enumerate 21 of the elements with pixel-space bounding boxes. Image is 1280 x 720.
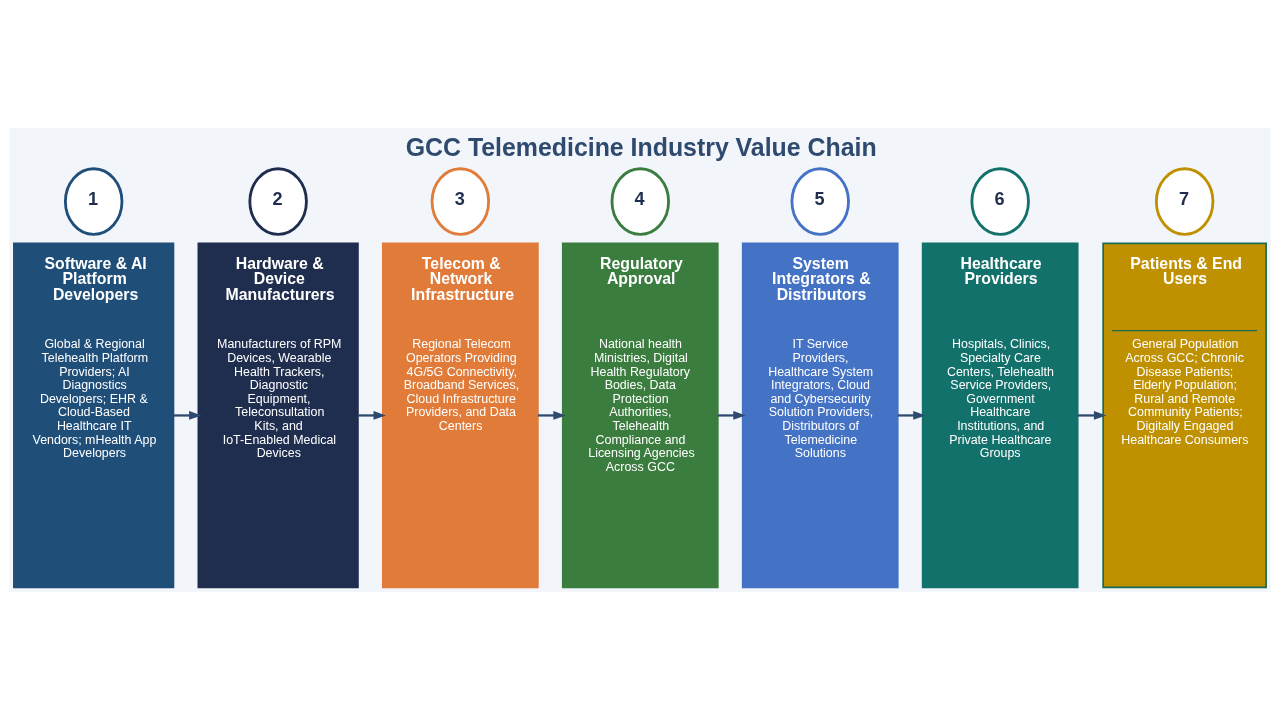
node-ellipse: 1 <box>63 167 124 236</box>
node-box: Patients & End Users General Population Across GCC; Chronic Disease Patients; Elderly Population; Rural and Remote Community Patients; Digitally Engaged Healthcare Consumers <box>1102 242 1267 589</box>
node-box: System Integrators & Distributors IT Service Providers, Healthcare System Integrators, Cloud and Cybersecurity Solution Providers, Distributors of Telemedicine Solutions <box>741 242 899 589</box>
arrow <box>1078 411 1107 420</box>
node-box: Regulatory Approval National health Ministries, Digital Health Regulatory Bodies, Data Protection Authorities, Telehealth Compliance and Licensing Agencies Across GCC <box>561 242 719 589</box>
node-ellipse: 6 <box>970 167 1030 236</box>
node-ellipse: 7 <box>1154 167 1215 236</box>
arrow <box>173 411 202 420</box>
node-ellipse: 2 <box>248 167 308 236</box>
node-box: Software & AI Platform Developers Global & Regional Telehealth Platform Providers; AI Diagnostics Developers; EHR & Cloud-Based Healthcare IT Vendors; mHealth App Developers <box>13 242 175 589</box>
node-ellipse: 5 <box>790 167 850 236</box>
node-ellipse: 4 <box>610 167 670 236</box>
arrow <box>358 411 386 420</box>
diagram-title: GCC Telemedicine Industry Value Chain <box>405 132 877 161</box>
node-box: Hardware & Device Manufacturers Manufacturers of RPM Devices, Wearable Health Trackers, Diagnostic Equipment, Teleconsultation Kits, and IoT-Enabled Medical Devices <box>197 242 359 589</box>
arrow <box>538 411 566 420</box>
node-box: Telecom & Network Infrastructure Regional Telecom Operators Providing 4G/5G Connectivity, Broadband Services, Cloud Infrastructure Providers, and Data Centers <box>381 242 539 589</box>
node-ellipse: 3 <box>430 167 491 236</box>
arrow <box>897 411 926 420</box>
node-box: Healthcare Providers Hospitals, Clinics, Specialty Care Centers, Telehealth Service Providers, Government Healthcare Institutions, and Private Healthcare Groups <box>921 242 1079 589</box>
arrow <box>717 411 746 420</box>
